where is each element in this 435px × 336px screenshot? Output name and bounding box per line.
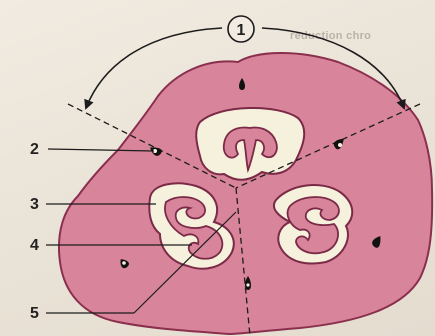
label-1: 1 <box>237 22 246 39</box>
label-5: 5 <box>30 305 39 322</box>
label-4: 4 <box>30 237 39 254</box>
label-3: 3 <box>30 196 39 213</box>
label-2: 2 <box>30 141 39 158</box>
